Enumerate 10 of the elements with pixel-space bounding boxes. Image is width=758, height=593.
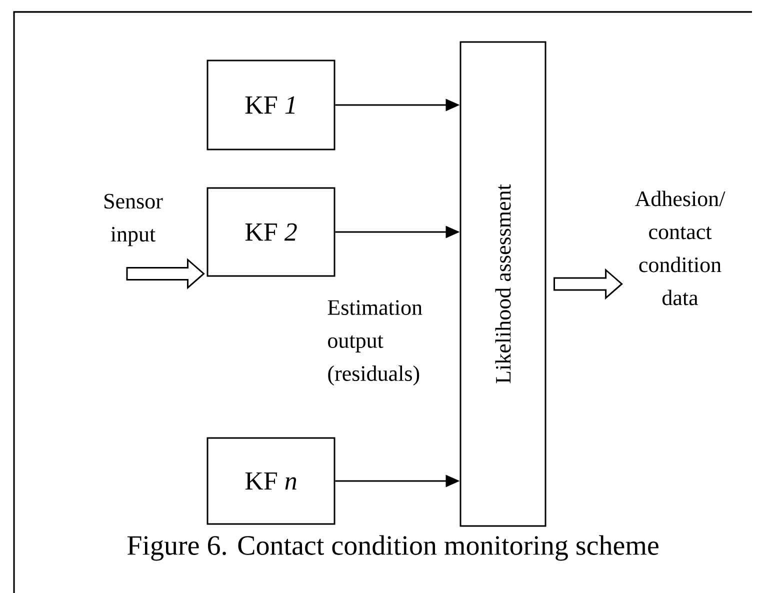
io-text: Adhesion/ contact condition data xyxy=(635,190,726,306)
hollow-arrow xyxy=(126,258,205,290)
assessment-box: Likelihood assessment xyxy=(460,41,546,527)
io-text: Sensor input xyxy=(104,194,163,246)
filter-box: KF 2 xyxy=(206,187,336,277)
filter-box: KF 1 xyxy=(206,60,336,150)
hollow-arrow xyxy=(554,268,623,300)
annotation-text: Estimation output (residuals) xyxy=(328,300,422,386)
filter-box: KF n xyxy=(206,437,336,525)
caption: Figure 6. Contact condition monitoring scheme xyxy=(127,535,658,561)
